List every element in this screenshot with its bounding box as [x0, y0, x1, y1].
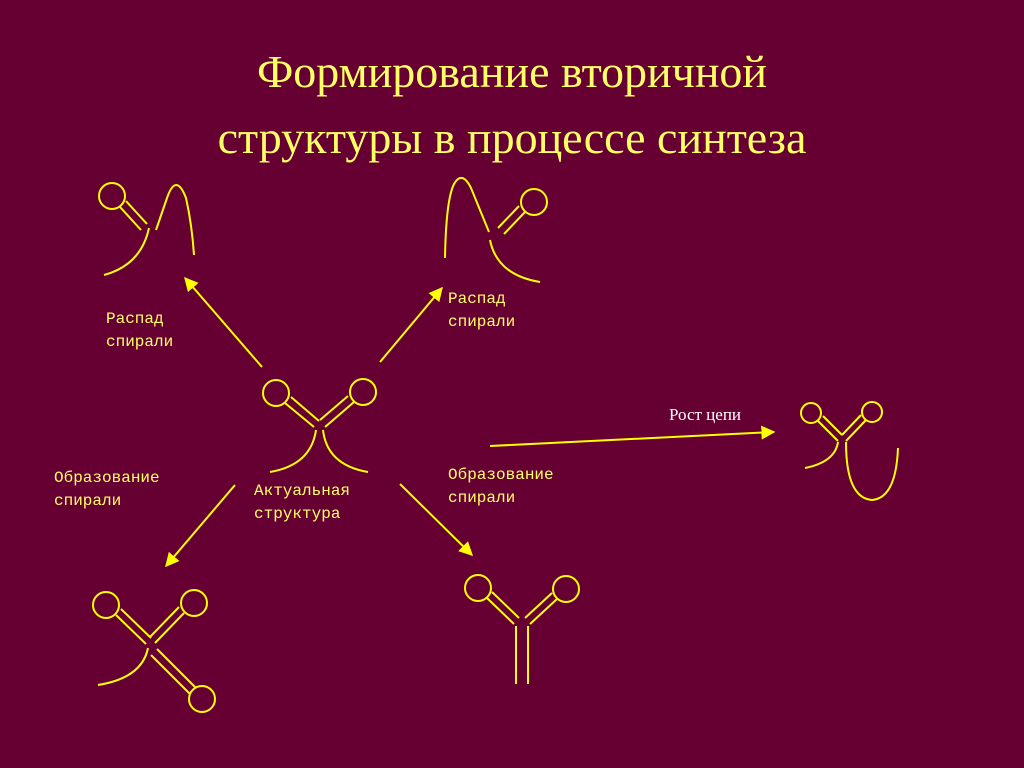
- label-chain-growth: Рост цепи: [669, 405, 742, 424]
- label-current-structure-line2: структура: [254, 505, 341, 523]
- label-breakdown-right: Распад спирали: [448, 288, 515, 334]
- label-breakdown-left-line2: спирали: [106, 333, 174, 351]
- structure-helix-formation-right: [464, 574, 580, 684]
- label-breakdown-right-line1: Распад: [448, 290, 506, 308]
- arrow-to-breakdown-right: [379, 286, 443, 363]
- structure-helix-breakdown-right: [444, 177, 548, 283]
- slide-title-line-1: Формирование вторичной: [256, 46, 768, 97]
- arrow-chain-growth: [489, 425, 776, 447]
- structure-helix-formation-left: [92, 589, 216, 713]
- label-breakdown-left: Распад спирали: [106, 308, 173, 354]
- structure-current: [262, 378, 377, 473]
- slide-title-line-2: структуры в процессе синтеза: [217, 112, 807, 163]
- label-formation-left: Образование спирали: [54, 467, 160, 513]
- structure-chain-growth: [800, 401, 899, 502]
- label-formation-left-line2: спирали: [54, 492, 122, 510]
- label-breakdown-left-line1: Распад: [106, 310, 164, 328]
- arrow-to-formation-left: [165, 484, 236, 568]
- label-breakdown-right-line2: спирали: [448, 313, 516, 331]
- label-formation-right-line1: Образование: [448, 466, 554, 484]
- arrow-to-breakdown-left: [184, 276, 263, 368]
- label-current-structure-line1: Актуальная: [254, 482, 351, 500]
- arrow-to-formation-right: [399, 483, 473, 556]
- structure-helix-breakdown-left: [98, 182, 195, 276]
- label-current-structure: Актуальная структура: [254, 480, 350, 526]
- label-formation-right: Образование спирали: [448, 464, 554, 510]
- label-formation-left-line1: Образование: [54, 469, 160, 487]
- label-formation-right-line2: спирали: [448, 489, 516, 507]
